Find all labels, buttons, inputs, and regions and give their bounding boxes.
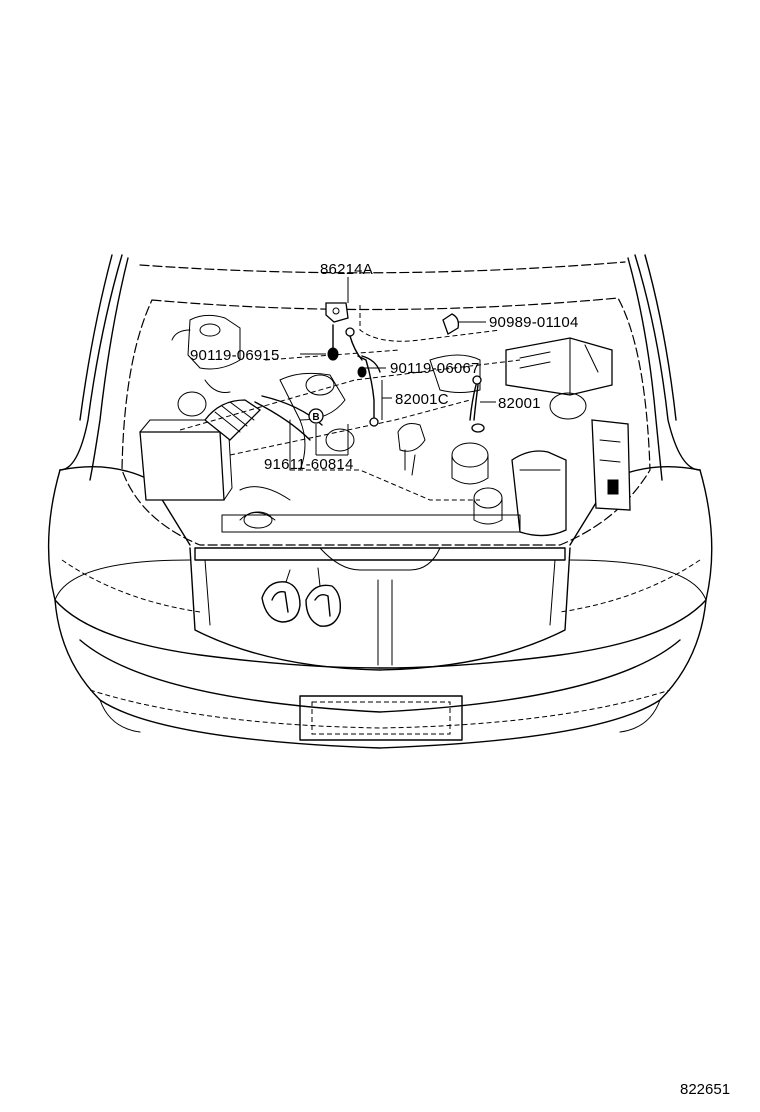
wire-harness-right [469,375,485,433]
label-90119-06915: 90119-06915 [190,347,280,364]
part-labels: 86214A 90989-01104 90119-06915 90119-060… [190,261,579,473]
sensor-bracket-part [325,302,349,323]
label-82001c: 82001C [395,391,449,408]
wire-harness-center [357,355,375,421]
bolt-right-part [442,313,460,335]
label-82001: 82001 [498,395,541,412]
engine-components [139,305,631,627]
sensor-parts: B [308,302,485,433]
figure-id: 822651 [680,1081,730,1098]
leader-lines [300,277,496,456]
label-86214a: 86214A [320,261,373,278]
car-body-outline [47,254,713,749]
label-90989-01104: 90989-01104 [489,314,579,331]
bolt-left-part [327,324,339,361]
label-91611-60814: 91611-60814 [264,456,354,473]
label-90119-06067: 90119-06067 [390,360,480,377]
callout-b-marker: B [308,408,324,424]
callout-b-letter: B [312,412,319,423]
